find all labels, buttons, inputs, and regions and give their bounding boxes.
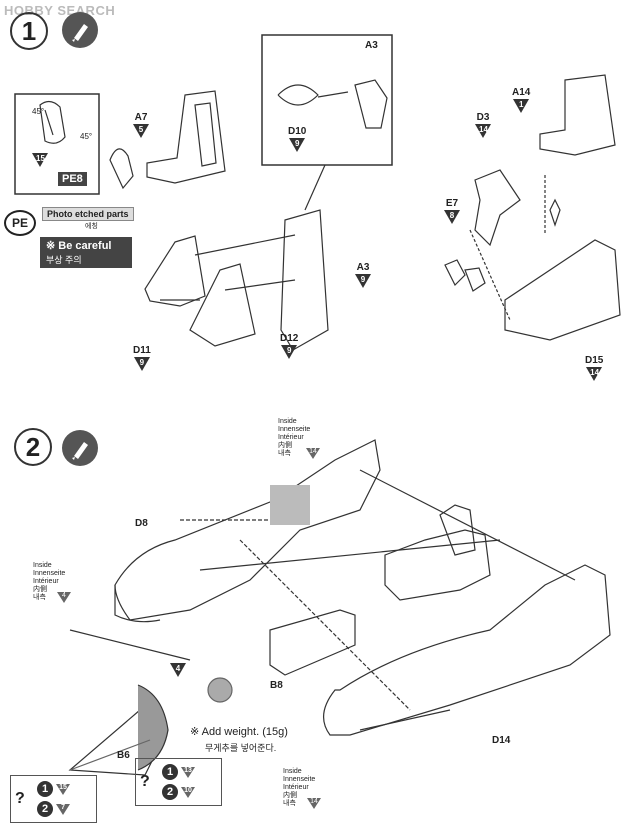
angle-label-b: 45° xyxy=(80,132,93,141)
add-weight-note: ※ Add weight. (15g) xyxy=(190,726,288,738)
pe8-label: PE8 xyxy=(58,172,87,186)
part-B6: B6 xyxy=(117,750,130,761)
add-weight-kr: 무게추를 넣어준다. xyxy=(205,743,277,753)
step-1-number: 1 xyxy=(10,12,48,50)
be-careful-kr: 부상 주의 xyxy=(40,251,132,268)
photo-etched-kr: 에칭 xyxy=(85,223,98,230)
step-1-diagram xyxy=(14,34,621,351)
photo-etched-label: Photo etched parts xyxy=(42,207,134,221)
glue-icon xyxy=(62,12,98,48)
part-D14: D14 xyxy=(492,735,511,746)
part-D8: D8 xyxy=(135,518,148,529)
inside-note-1: Inside Innenseite Intérieur 内側 내측 14 xyxy=(278,418,320,459)
option-box-1: ? 1 15 2 7 xyxy=(10,775,97,823)
pe-step-marker: 15 xyxy=(32,152,48,167)
inside-note-3: Inside Innenseite Intérieur 内側 내측 14 xyxy=(283,768,321,809)
pe-symbol: PE xyxy=(4,210,36,236)
angle-label-a: 45° xyxy=(32,107,45,116)
step-2-diagram xyxy=(68,439,611,776)
step-2-number: 2 xyxy=(14,428,52,466)
glue-icon xyxy=(62,430,98,466)
part-B8: B8 xyxy=(270,680,283,691)
option-box-2: ? 1 13 2 10 xyxy=(135,758,222,806)
inside-note-2: Inside Innenseite Intérieur 内側 내측 4 xyxy=(33,562,71,603)
nose-step-marker: 4 xyxy=(170,662,186,677)
part-A3-box: A3 xyxy=(365,40,378,51)
be-careful-label: ※ Be careful xyxy=(40,237,132,254)
